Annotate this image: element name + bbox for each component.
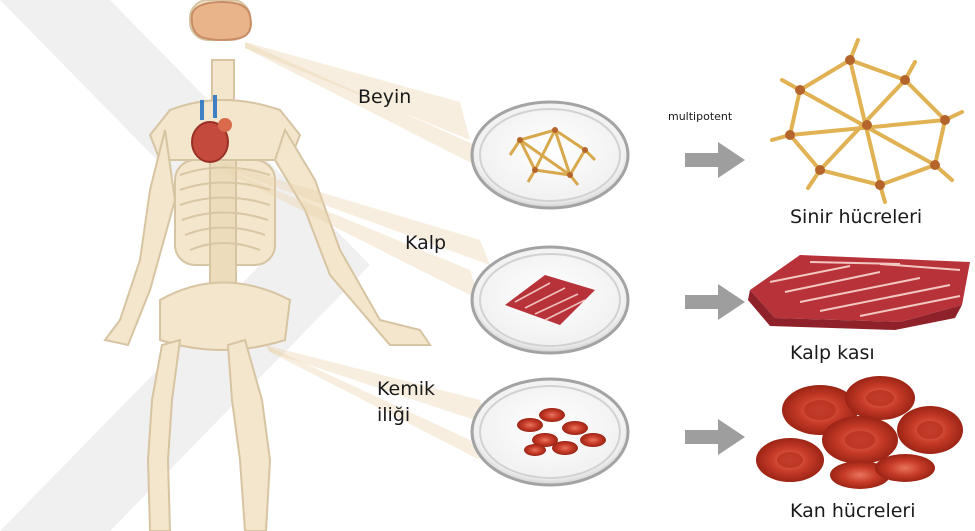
- label-brain: Beyin: [358, 86, 411, 108]
- label-bone-marrow-line1: Kemik: [377, 378, 435, 400]
- blood-cells-image: [756, 376, 963, 489]
- arrow-1: [685, 142, 745, 178]
- dish-brain: [472, 102, 628, 208]
- label-blood-cells: Kan hücreleri: [790, 500, 916, 522]
- label-bone-marrow-line2: iliği: [377, 404, 410, 426]
- label-heart-muscle: Kalp kası: [790, 342, 875, 364]
- brain-organ: [192, 2, 251, 40]
- label-multipotent: multipotent: [668, 110, 732, 123]
- dish-marrow: [472, 379, 628, 485]
- arrow-2: [685, 284, 745, 320]
- arrow-3: [685, 419, 745, 455]
- label-heart: Kalp: [405, 232, 446, 254]
- label-nerve-cells: Sinir hücreleri: [790, 206, 922, 228]
- heart-muscle-image: [748, 255, 970, 330]
- nerve-cells-image: [772, 40, 962, 202]
